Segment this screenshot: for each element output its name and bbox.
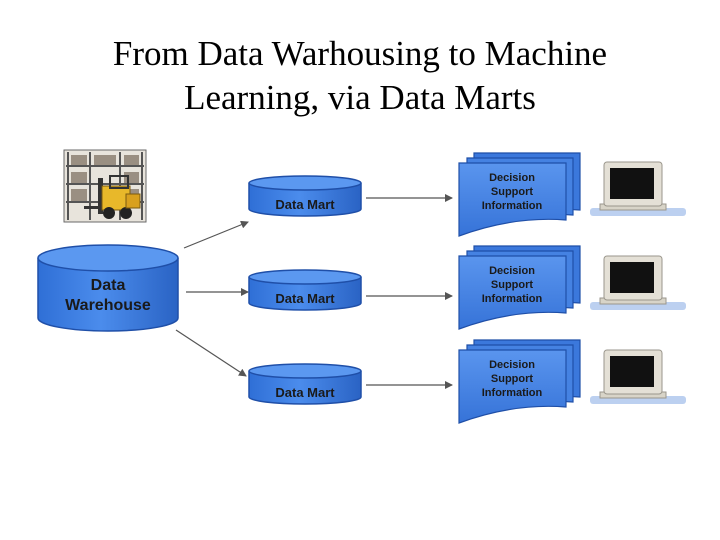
- doc-3-line-2: Support: [491, 373, 533, 385]
- slide-title-line-2: Learning, via Data Marts: [184, 78, 536, 117]
- monitor-icon: [590, 255, 686, 310]
- data-mart-1: Data Mart: [248, 175, 362, 217]
- decision-support-doc-2: Decision Support Information: [458, 245, 581, 330]
- monitor-icon: [590, 349, 686, 404]
- monitor-icon: [590, 161, 686, 216]
- warehouse-label-line-1: Data: [91, 277, 126, 294]
- doc-3-line-1: Decision: [489, 359, 535, 371]
- data-mart-2: Data Mart: [248, 269, 362, 311]
- data-mart-2-label: Data Mart: [275, 291, 335, 306]
- data-mart-3: Data Mart: [248, 363, 362, 405]
- decision-support-doc-3: Decision Support Information: [458, 339, 581, 424]
- doc-1-line-2: Support: [491, 186, 533, 198]
- doc-1-line-1: Decision: [489, 172, 535, 184]
- forklift-warehouse-icon: [63, 149, 147, 223]
- doc-2-line-2: Support: [491, 279, 533, 291]
- warehouse-label-line-2: Warehouse: [65, 297, 151, 314]
- warehouse-to-mart-arrows: [175, 220, 249, 377]
- data-mart-3-label: Data Mart: [275, 385, 335, 400]
- data-warehouse-cylinder: Data Warehouse: [37, 244, 179, 332]
- doc-1-line-3: Information: [482, 200, 543, 212]
- arrow-warehouse-to-mart-3: [175, 329, 247, 377]
- slide-title-line-1: From Data Warhousing to Machine: [112, 34, 608, 73]
- doc-2-line-3: Information: [482, 293, 543, 305]
- decision-support-doc-1: Decision Support Information: [458, 152, 581, 237]
- data-mart-1-label: Data Mart: [275, 197, 335, 212]
- doc-2-line-1: Decision: [489, 265, 535, 277]
- mart-to-doc-arrows: [366, 194, 453, 389]
- arrow-warehouse-to-mart-1: [183, 220, 249, 249]
- doc-3-line-3: Information: [482, 387, 543, 399]
- slide-title: From Data Warhousing to Machine Learning…: [0, 32, 720, 120]
